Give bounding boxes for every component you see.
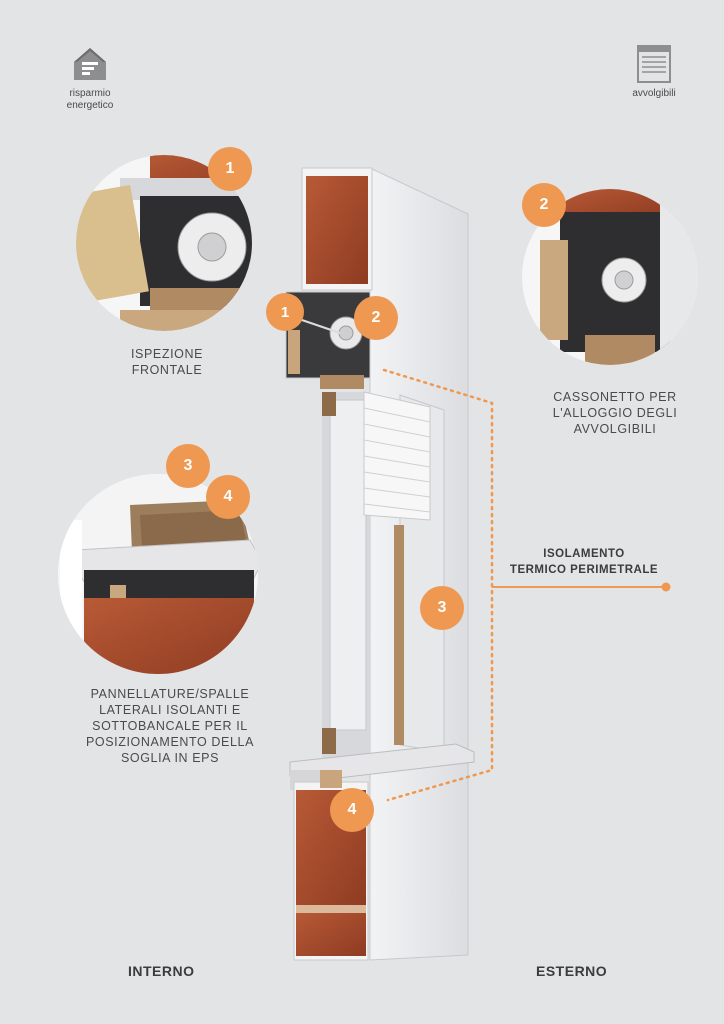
isolamento-line1: ISOLAMENTO <box>543 548 625 560</box>
marker-4-detail: 4 <box>206 475 250 519</box>
roller-shutter-icon <box>637 45 671 83</box>
badge-left-line1: risparmio <box>69 88 111 99</box>
marker-3-detail: 3 <box>166 444 210 488</box>
callout-cassonetto: CASSONETTO PER L'ALLOGGIO DEGLI AVVOLGIB… <box>552 390 678 436</box>
badge-right-label: avvolgibili <box>632 88 676 99</box>
badge-avvolgibili: avvolgibili <box>624 44 684 100</box>
callout-ispezione-frontale: ISPEZIONE FRONTALE <box>130 347 204 377</box>
marker-3-section: 3 <box>420 586 464 630</box>
callout-pannellature: PANNELLATURE/SPALLE LATERALI ISOLANTI E … <box>85 687 255 765</box>
isolamento-leader-dot <box>661 582 671 592</box>
label-interno: INTERNO <box>128 963 195 979</box>
isolamento-line2: TERMICO PERIMETRALE <box>509 564 659 576</box>
detail-pannellature <box>58 474 258 674</box>
marker-1-section: 1 <box>266 293 304 331</box>
marker-1-detail: 1 <box>208 147 252 191</box>
wall-section <box>285 167 475 961</box>
marker-4-section: 4 <box>330 788 374 832</box>
label-esterno: ESTERNO <box>536 963 608 979</box>
badge-risparmio-energetico: risparmio energetico <box>52 44 128 112</box>
isolamento-label: ISOLAMENTO TERMICO PERIMETRALE <box>504 546 664 578</box>
marker-2-section: 2 <box>354 296 398 340</box>
badge-left-line2: energetico <box>66 100 114 111</box>
house-energy-icon <box>74 48 106 80</box>
marker-2-detail: 2 <box>522 183 566 227</box>
roller-shutter <box>363 391 431 521</box>
